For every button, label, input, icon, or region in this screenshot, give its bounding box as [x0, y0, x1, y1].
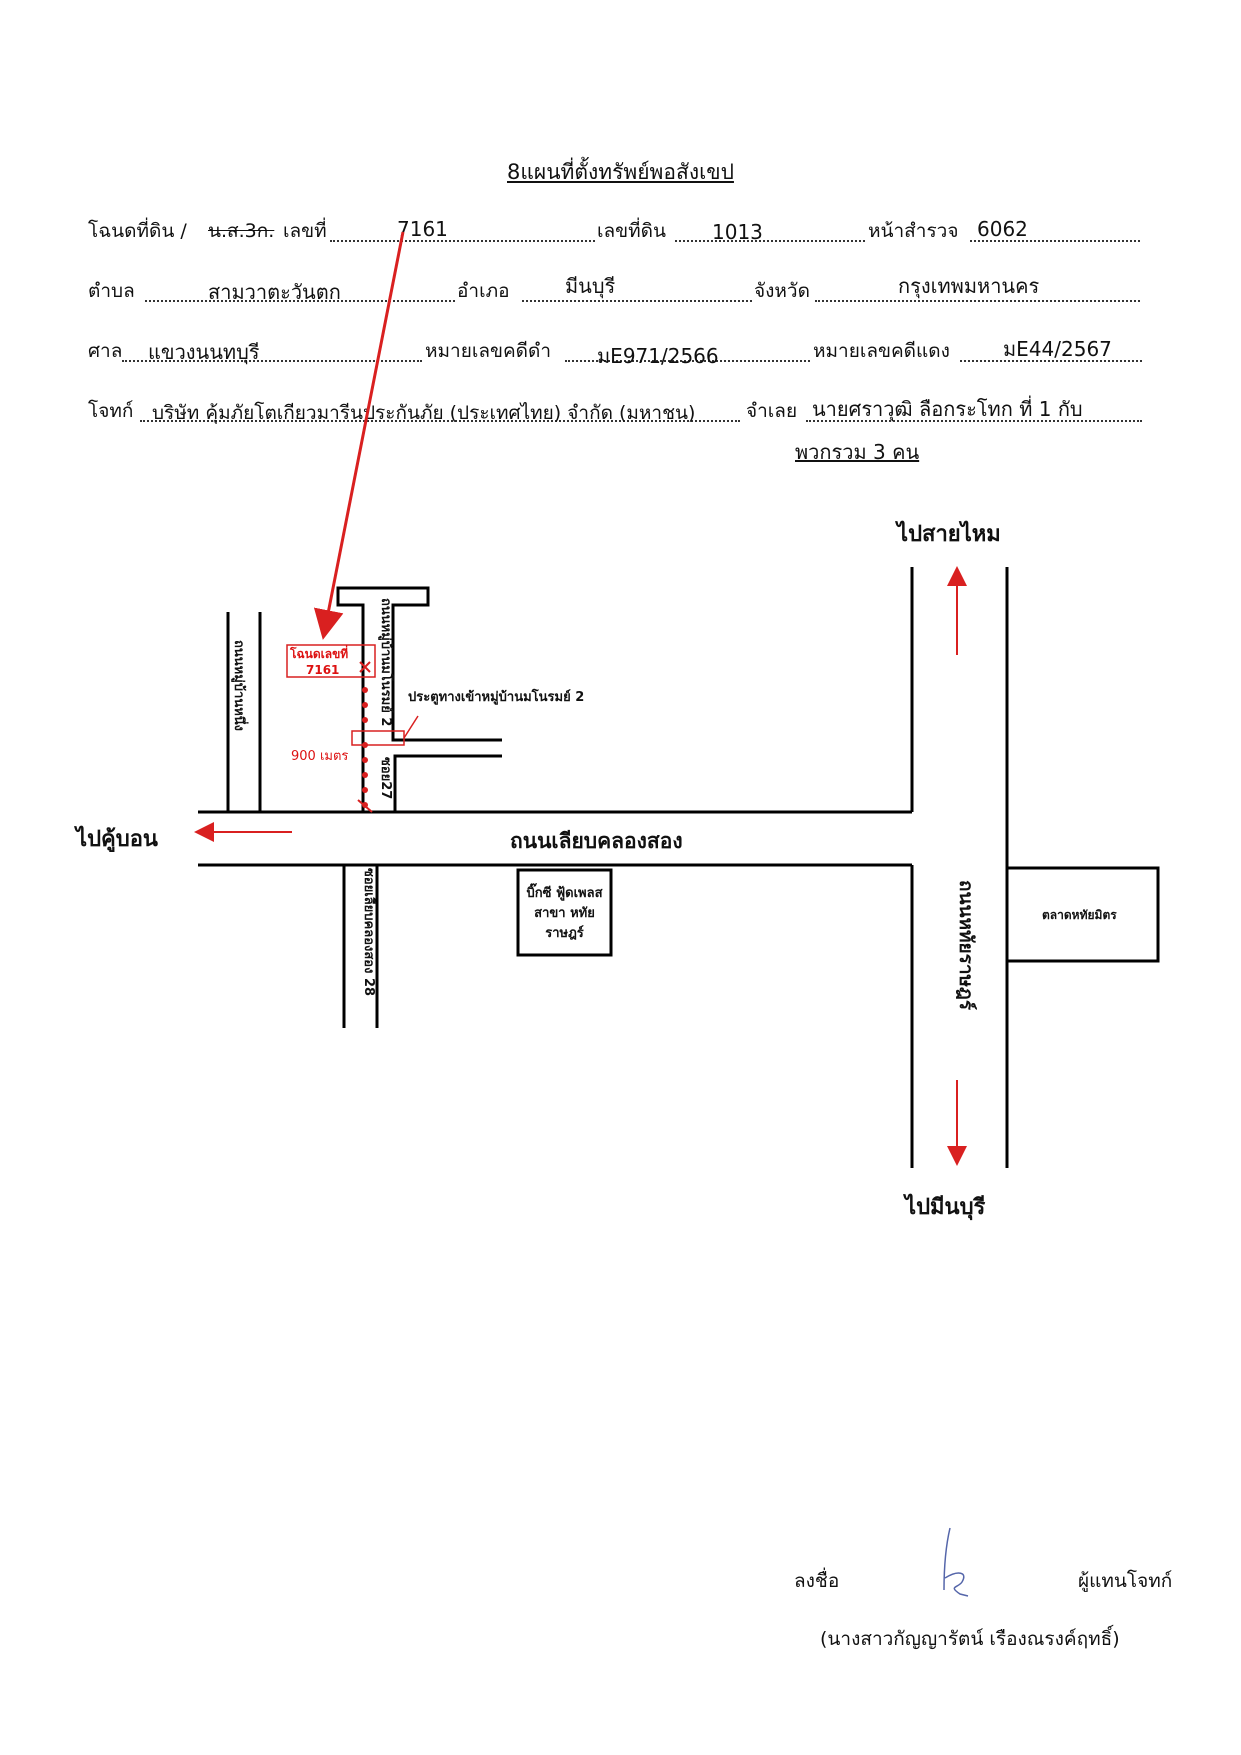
land-no-label: เลขที่ดิน — [597, 220, 666, 242]
deed-number: 7161 — [397, 217, 448, 241]
court-line — [122, 360, 422, 362]
subdistrict-value: สามวาตะวันตก — [208, 280, 341, 304]
ns3k-label: น.ส.3ก. — [208, 220, 275, 242]
gate-marker — [351, 730, 405, 746]
survey-label: หน้าสำรวจ — [868, 220, 959, 242]
defendant-cont: พวกรวม 3 คน — [795, 440, 920, 464]
deed-box — [286, 644, 376, 678]
subdistrict-line — [145, 300, 455, 302]
main-road-label: ถนนเลียบคลองสอง — [510, 829, 683, 853]
deed-number-line — [330, 240, 595, 242]
number-label: เลขที่ — [283, 220, 327, 242]
soi28-label: ซอยเลียบคลองสอง 28 — [361, 868, 376, 997]
defendant-line — [806, 420, 1142, 422]
red-case-value: มE44/2567 — [1003, 337, 1112, 361]
plaintiff-label: โจทก์ — [88, 400, 134, 422]
province-line — [815, 300, 1140, 302]
black-case-label: หมายเลขคดีดำ — [425, 340, 552, 362]
to-khu-bon-label: ไปคู้บอน — [76, 827, 158, 852]
plaintiff-value: บริษัท คุ้มภัยโตเกียวมารีนประกันภัย (ประ… — [152, 402, 696, 424]
defendant-label: จำเลย — [746, 400, 798, 422]
court-value: แขวงนนทบุรี — [148, 340, 260, 364]
deed-box-number: 7161 — [306, 663, 340, 677]
village-road-label: ถนนหมู่บ้านมโนรมย์ 2 — [378, 598, 393, 727]
to-sai-mai-label: ไปสายไหม — [897, 522, 1001, 547]
province-label: จังหวัด — [754, 280, 810, 302]
defendant-value: นายศราวุฒิ ลือกระโทก ที่ 1 กับ — [812, 397, 1083, 421]
market-label: ตลาดหทัยมิตร — [1042, 908, 1117, 922]
bigc-line1: บิ๊กซี ฟู้ดเพลส — [526, 886, 603, 901]
soi27-label: ซอย27 — [378, 757, 393, 800]
signer-name: (นางสาวกัญญารัตน์ เรืองณรงค์ฤทธิ์) — [820, 1628, 1120, 1650]
province-value: กรุงเทพมหานคร — [898, 274, 1040, 298]
to-min-buri-label: ไปมีนบุรี — [905, 1195, 986, 1220]
black-case-line — [565, 360, 810, 362]
deed-box-label: โฉนดเลขที่ — [290, 647, 349, 661]
signature-mark — [943, 1527, 969, 1597]
signer-role: ผู้แทนโจทก์ — [1078, 1570, 1173, 1592]
deed-label: โฉนดที่ดิน / — [88, 220, 187, 242]
road-lines — [198, 567, 1160, 1168]
pointer-arrow-icon — [313, 231, 405, 640]
district-value: มีนบุรี — [565, 274, 616, 298]
bigc-line3: ราษฎร์ — [545, 926, 584, 941]
black-case-value: มE971/2566 — [597, 344, 719, 368]
survey-number: 6062 — [977, 217, 1028, 241]
red-case-line — [960, 360, 1142, 362]
red-case-label: หมายเลขคดีแดง — [813, 340, 950, 362]
survey-number-line — [970, 240, 1140, 242]
land-number: 1013 — [712, 220, 763, 244]
page-title: 8แผนที่ตั้งทรัพย์พอสังเขป — [507, 160, 734, 184]
left-village-road-label: ถนนหมู่บ้านหนึ่ง — [231, 640, 246, 732]
district-label: อำเภอ — [457, 280, 510, 302]
gate-label: ประตูทางเข้าหมู่บ้านมโนรมย์ 2 — [408, 690, 585, 705]
land-number-line — [675, 240, 865, 242]
court-label: ศาล — [88, 340, 123, 362]
plaintiff-line — [140, 420, 740, 422]
bigc-line2: สาขา หทัย — [534, 906, 595, 921]
subdistrict-label: ตำบล — [88, 280, 135, 302]
hathai-road-label: ถนนหทัยราษฎร์ — [955, 880, 977, 1011]
district-line — [522, 300, 752, 302]
distance-label: 900 เมตร — [291, 749, 349, 764]
sign-label: ลงชื่อ — [794, 1570, 840, 1592]
